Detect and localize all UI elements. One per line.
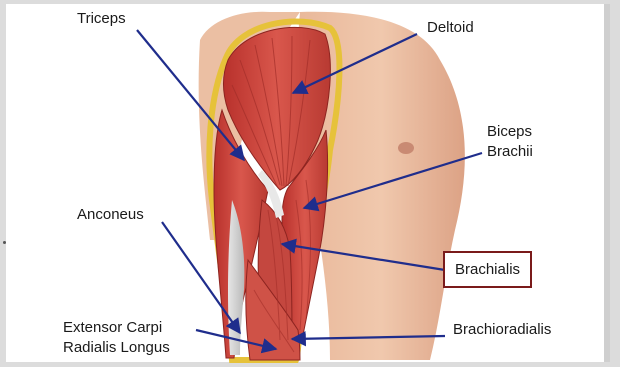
label-extensor-carpi-radialis-longus: Extensor Carpi Radialis Longus — [63, 318, 170, 358]
stray-dot — [3, 241, 6, 244]
label-biceps-line1: Biceps — [487, 122, 533, 142]
label-deltoid: Deltoid — [427, 19, 474, 37]
label-anconeus: Anconeus — [77, 206, 144, 224]
label-brachialis-highlighted: Brachialis — [443, 251, 532, 288]
label-brachioradialis: Brachioradialis — [453, 321, 551, 339]
label-extensor-line2: Radialis Longus — [63, 338, 170, 358]
label-biceps-line2: Brachii — [487, 142, 533, 162]
label-biceps-brachii: Biceps Brachii — [487, 122, 533, 162]
label-extensor-line1: Extensor Carpi — [63, 318, 170, 338]
nipple — [398, 142, 414, 154]
label-triceps: Triceps — [77, 10, 126, 28]
